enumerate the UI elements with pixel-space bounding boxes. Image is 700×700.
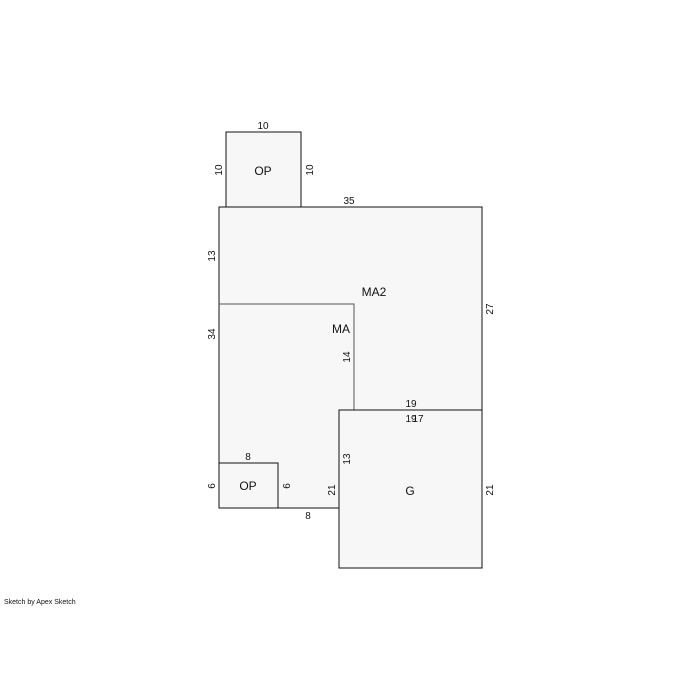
op-bottom-label: OP xyxy=(239,479,256,493)
dim-garage-right: 21 xyxy=(485,484,496,496)
garage-label: G xyxy=(405,484,414,498)
ma2-label: MA2 xyxy=(362,285,387,299)
dim-garage-left-upper: 13 xyxy=(342,453,353,465)
dim-ma-left: 34 xyxy=(207,328,218,340)
op-top-area xyxy=(225,131,302,208)
dim-garage-top-a: 19 xyxy=(405,399,417,410)
dim-garage-left-lower: 21 xyxy=(327,484,338,496)
dim-ma2-right: 27 xyxy=(485,303,496,315)
sketch-credit: Sketch by Apex Sketch xyxy=(4,599,76,606)
dim-bottom-span: 8 xyxy=(305,511,311,522)
op-top-label: OP xyxy=(254,164,271,178)
dim-garage-top-b: 19 xyxy=(405,414,417,425)
dim-ma2-left-upper: 13 xyxy=(207,250,218,262)
dim-op-top-right: 10 xyxy=(305,164,316,176)
dim-garage-top-c: 17 xyxy=(412,414,424,425)
ma-label: MA xyxy=(332,322,350,336)
dim-ma2-top: 35 xyxy=(343,196,355,207)
dim-op-bottom-right: 6 xyxy=(282,483,293,489)
ma-division-line xyxy=(219,303,355,410)
dim-ma-inner-right: 14 xyxy=(342,351,353,363)
dim-op-bottom-left: 6 xyxy=(207,483,218,489)
op-bottom-area xyxy=(218,462,279,509)
dim-op-top-width: 10 xyxy=(257,121,269,132)
garage-area xyxy=(338,409,483,569)
dim-op-bottom-top: 8 xyxy=(245,452,251,463)
dim-op-top-left: 10 xyxy=(214,164,225,176)
